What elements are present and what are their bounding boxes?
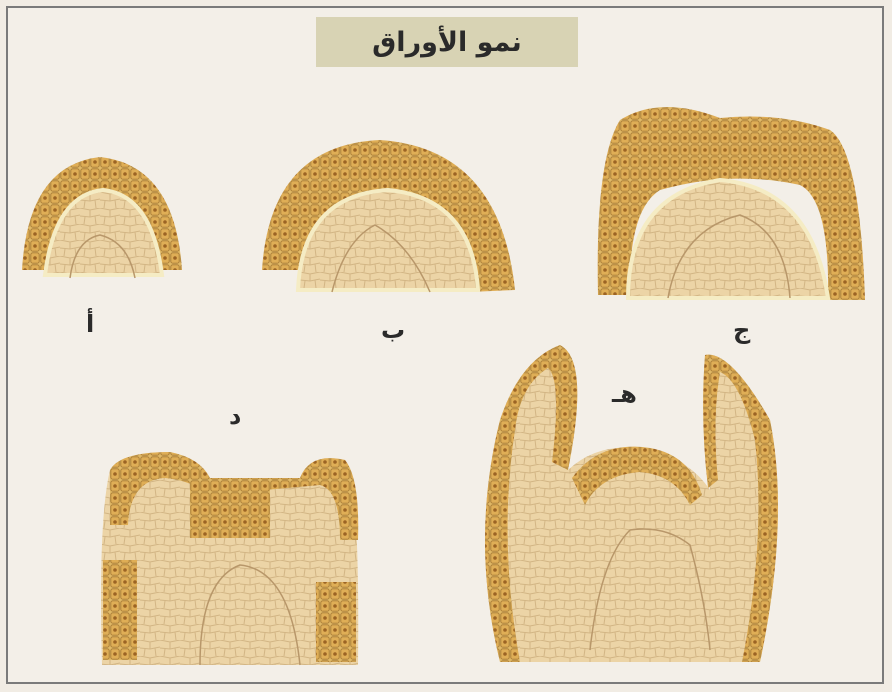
- stage-label-d: د: [229, 402, 241, 430]
- stage-label-b: ب: [381, 316, 405, 344]
- stage-b-shoot-apex: [262, 140, 515, 292]
- stage-label-e: هـ: [612, 380, 637, 408]
- stage-label-c: ج: [733, 316, 750, 344]
- stage-a-shoot-apex: [22, 157, 182, 278]
- stage-d-leaf-primordia: [101, 452, 358, 665]
- stage-c-shoot-apex: [598, 107, 865, 300]
- stage-label-a: أ: [86, 310, 94, 338]
